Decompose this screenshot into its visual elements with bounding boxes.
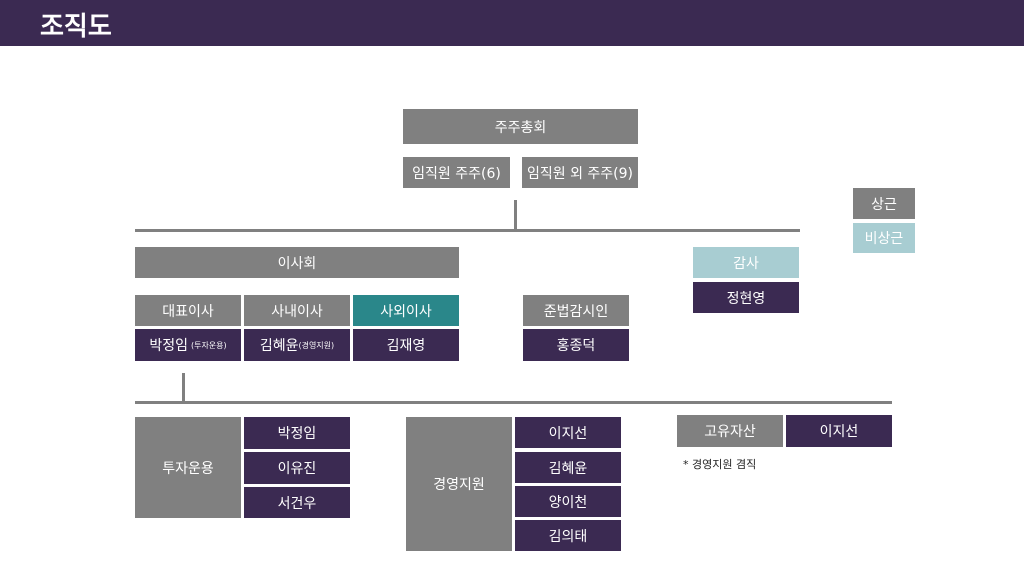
dept-proprietary-assets: 고유자산 bbox=[677, 415, 783, 447]
legend-fulltime: 상근 bbox=[853, 188, 915, 219]
connector-line bbox=[514, 200, 517, 230]
external-shareholders: 임직원 외 주주(9) bbox=[522, 157, 638, 188]
role-ceo: 대표이사 bbox=[135, 295, 241, 326]
dept-investment: 투자운용 bbox=[135, 417, 241, 518]
divider-line bbox=[135, 229, 800, 232]
page-title: 조직도 bbox=[40, 12, 112, 42]
audit-label: 감사 bbox=[693, 247, 799, 278]
person-note: (투자운용) bbox=[190, 340, 227, 350]
person-name: 김혜윤 bbox=[259, 338, 299, 354]
member: 이유진 bbox=[244, 452, 350, 484]
board-title: 이사회 bbox=[135, 247, 459, 278]
footnote: * 경영지원 겸직 bbox=[683, 458, 757, 471]
header-bar: 조직도 bbox=[0, 0, 1024, 46]
person-name: 박정임 bbox=[149, 338, 188, 354]
member: 김혜윤 bbox=[515, 452, 621, 483]
member: 서건우 bbox=[244, 487, 350, 518]
audit-name: 정현영 bbox=[693, 282, 799, 313]
compliance-name: 홍종덕 bbox=[523, 329, 629, 361]
internal-shareholders: 임직원 주주(6) bbox=[403, 157, 510, 188]
member: 이지선 bbox=[786, 415, 892, 447]
dept-management-support: 경영지원 bbox=[406, 417, 512, 551]
shareholders-meeting: 주주총회 bbox=[403, 109, 638, 144]
divider-line bbox=[135, 401, 892, 404]
compliance-label: 준법감시인 bbox=[523, 295, 629, 326]
member: 박정임 bbox=[244, 417, 350, 449]
connector-line bbox=[182, 373, 185, 403]
outside-director-name: 김재영 bbox=[353, 329, 459, 361]
role-inside-director: 사내이사 bbox=[244, 295, 350, 326]
legend-parttime: 비상근 bbox=[853, 223, 915, 253]
person-note: (경영지원) bbox=[298, 340, 335, 350]
member: 이지선 bbox=[515, 417, 621, 448]
role-outside-director: 사외이사 bbox=[353, 295, 459, 326]
ceo-name: 박정임(투자운용) bbox=[135, 329, 241, 361]
inside-director-name: 김혜윤(경영지원) bbox=[244, 329, 350, 361]
member: 양이천 bbox=[515, 486, 621, 517]
member: 김의태 bbox=[515, 520, 621, 551]
